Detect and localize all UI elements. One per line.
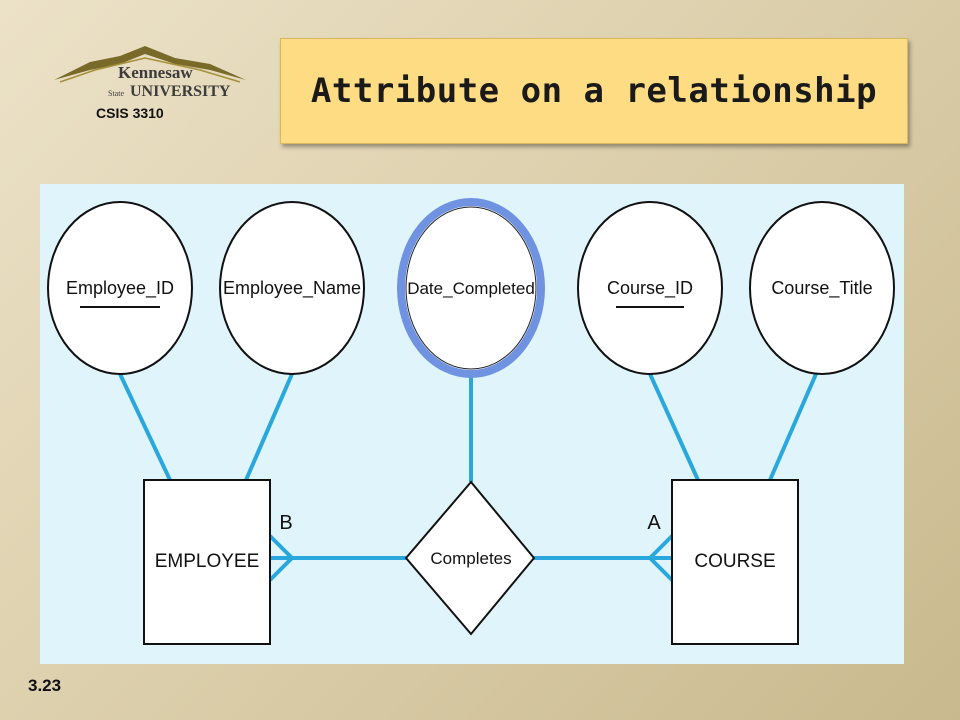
- course-code: CSIS 3310: [96, 105, 164, 121]
- entity-course-label: COURSE: [694, 551, 775, 572]
- relationship-completes-label: Completes: [430, 549, 511, 568]
- slide-number: 3.23: [28, 676, 62, 695]
- cardinality-label-a: A: [647, 512, 661, 534]
- crowfoot-employee-bottom: [268, 556, 294, 582]
- university-logo: Kennesaw State UNIVERSITY: [54, 46, 246, 100]
- attribute-employee-name-label: Employee_Name: [223, 278, 361, 299]
- entity-employee: EMPLOYEE: [143, 479, 271, 645]
- attribute-course-id-label: Course_ID: [607, 278, 693, 299]
- attribute-employee-id-label: Employee_ID: [66, 278, 174, 299]
- attribute-course-id: Course_ID: [577, 201, 723, 375]
- crowfoot-course-bottom: [648, 556, 674, 582]
- er-diagram: Employee_ID Employee_Name Date_Completed…: [40, 184, 904, 664]
- slide-title: Attribute on a relationship: [310, 71, 878, 111]
- entity-course: COURSE: [671, 479, 799, 645]
- logo-text-university: UNIVERSITY: [130, 83, 231, 100]
- logo-text-kennesaw: Kennesaw: [118, 63, 193, 82]
- crowfoot-course-top: [648, 534, 674, 560]
- line-course-id: [648, 373, 700, 481]
- attribute-course-title: Course_Title: [749, 201, 895, 375]
- title-banner: Attribute on a relationship: [280, 38, 908, 144]
- attribute-employee-name: Employee_Name: [219, 201, 365, 375]
- line-employee-id: [118, 373, 172, 481]
- attribute-course-title-label: Course_Title: [771, 278, 872, 299]
- attribute-date-completed-label: Date_Completed: [407, 279, 535, 298]
- connector-lines: [118, 373, 818, 582]
- crowfoot-employee-top: [268, 534, 294, 560]
- line-employee-name: [244, 373, 294, 481]
- mountain-logo-icon: [54, 46, 246, 80]
- attribute-date-completed: Date_Completed: [397, 198, 545, 378]
- attribute-employee-id: Employee_ID: [47, 201, 193, 375]
- entity-employee-label: EMPLOYEE: [155, 551, 260, 572]
- logo-text-state: State: [108, 89, 124, 98]
- line-course-title: [768, 373, 818, 481]
- relationship-completes: Completes: [404, 480, 536, 636]
- cardinality-label-b: B: [279, 512, 292, 534]
